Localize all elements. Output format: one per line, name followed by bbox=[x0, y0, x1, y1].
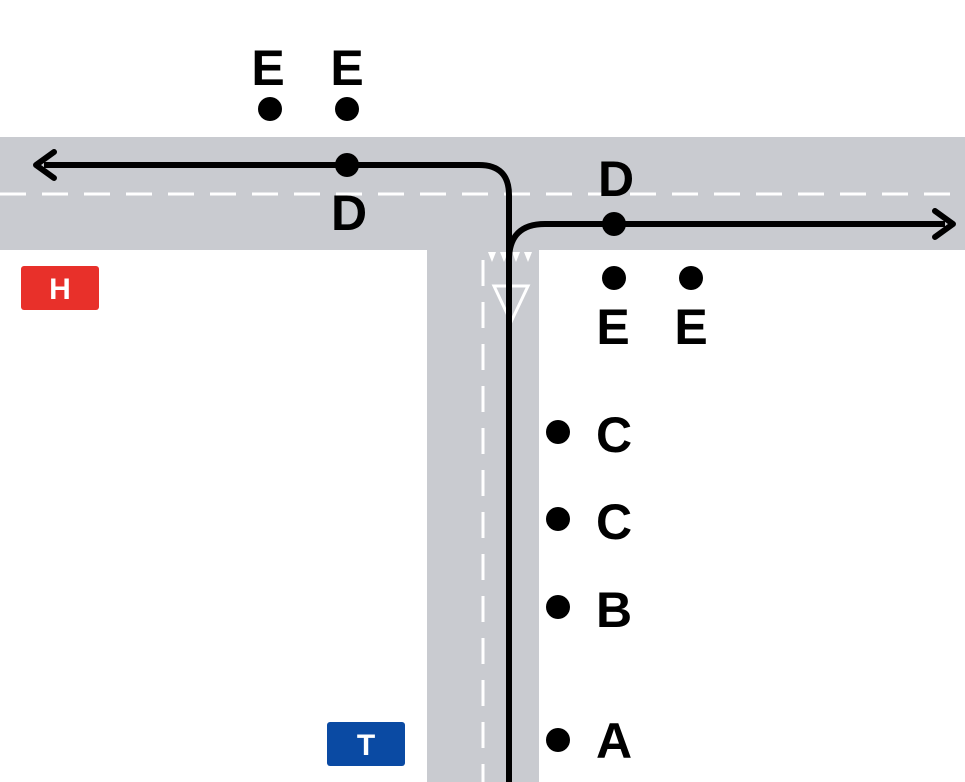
point-c2-label: C bbox=[596, 494, 632, 550]
give-way-line bbox=[488, 252, 532, 262]
hospital-badge-label: H bbox=[49, 273, 71, 306]
point-c2-dot bbox=[546, 507, 570, 531]
point-b-label: B bbox=[596, 582, 632, 638]
train-badge-label: T bbox=[357, 729, 375, 762]
point-d-left-label: D bbox=[331, 185, 367, 241]
point-d-right-label: D bbox=[598, 151, 634, 207]
arrow-right-icon bbox=[932, 208, 956, 240]
point-a-label: A bbox=[596, 713, 632, 769]
path-turn-right bbox=[506, 221, 945, 261]
point-b-dot bbox=[546, 595, 570, 619]
point-e-top-left-label: E bbox=[251, 40, 284, 96]
path-turn-left bbox=[44, 162, 512, 782]
point-a-dot bbox=[546, 728, 570, 752]
train-badge: T bbox=[327, 722, 405, 766]
point-e-bottom-left-label: E bbox=[596, 299, 629, 355]
point-d-right-dot bbox=[602, 212, 626, 236]
point-c1-label: C bbox=[596, 407, 632, 463]
point-e-top-right-dot bbox=[335, 97, 359, 121]
point-e-bottom-right-dot bbox=[679, 266, 703, 290]
hospital-badge: H bbox=[21, 266, 99, 310]
point-c1-dot bbox=[546, 420, 570, 444]
arrow-left-icon bbox=[33, 149, 57, 181]
point-e-top-left-dot bbox=[258, 97, 282, 121]
point-e-top-right-label: E bbox=[330, 40, 363, 96]
point-d-left-dot bbox=[335, 153, 359, 177]
point-e-bottom-left-dot bbox=[602, 266, 626, 290]
point-e-bottom-right-label: E bbox=[674, 299, 707, 355]
